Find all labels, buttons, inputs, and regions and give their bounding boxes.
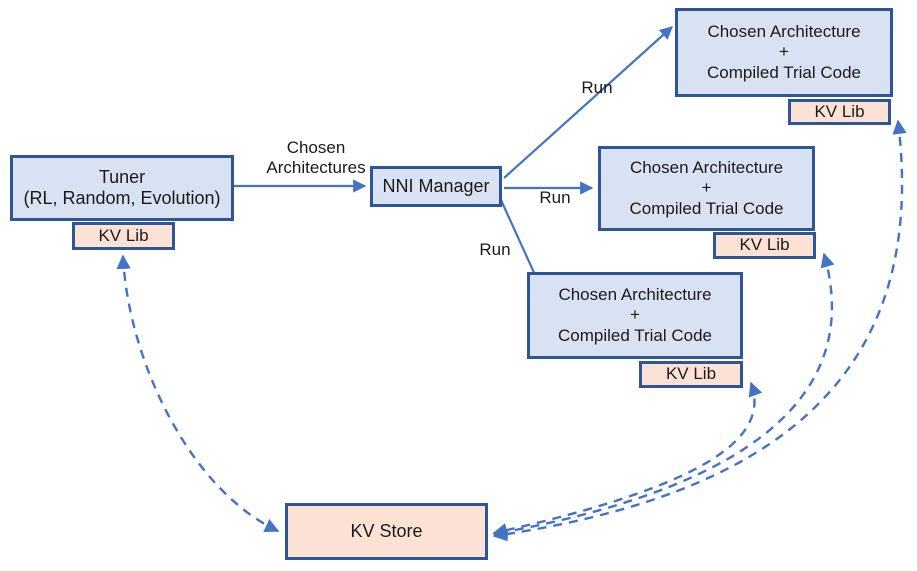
node-trial-2-line2: + [701, 178, 712, 198]
node-tuner-line2: (RL, Random, Evolution) [23, 188, 221, 208]
node-trial-2-kv-lib-label: KV Lib [739, 235, 790, 255]
node-trial-3-line1: Chosen Architecture [558, 285, 712, 305]
node-trial-2-kv-lib[interactable]: KV Lib [713, 232, 816, 259]
node-trial-1-line1: Chosen Architecture [707, 22, 861, 42]
node-trial-3-kv-lib[interactable]: KV Lib [639, 361, 743, 388]
node-trial-1-line2: + [779, 42, 789, 62]
node-kv-store-label: KV Store [350, 520, 423, 541]
node-trial-3-kv-lib-label: KV Lib [665, 364, 717, 384]
node-trial-3[interactable]: Chosen Architecture + Compiled Trial Cod… [527, 272, 743, 359]
node-trial-2-line3: Compiled Trial Code [629, 198, 784, 218]
node-tuner-kv-lib[interactable]: KV Lib [72, 222, 175, 250]
node-trial-2-line1: Chosen Architecture [629, 158, 784, 178]
node-trial-1-kv-lib-label: KV Lib [814, 101, 865, 121]
node-tuner-line1: Tuner [98, 166, 146, 187]
node-trial-1[interactable]: Chosen Architecture + Compiled Trial Cod… [675, 8, 893, 97]
node-trial-3-line2: + [630, 305, 640, 325]
node-kv-store[interactable]: KV Store [285, 503, 488, 560]
node-nni-manager-label: NNI Manager [382, 175, 490, 196]
node-trial-1-kv-lib[interactable]: KV Lib [788, 99, 891, 125]
edge-label-run-trial-1: Run [581, 78, 613, 97]
edge-label-run-trial-3: Run [479, 240, 511, 259]
node-nni-manager[interactable]: NNI Manager [370, 166, 502, 207]
edge-trial3-kvlib-to-kvstore [492, 381, 763, 538]
edge-label-chosen-architectures: Chosen Architectures [266, 138, 366, 177]
node-trial-2[interactable]: Chosen Architecture + Compiled Trial Cod… [598, 146, 815, 231]
node-trial-3-line3: Compiled Trial Code [557, 325, 712, 345]
node-tuner[interactable]: Tuner (RL, Random, Evolution) [10, 155, 234, 221]
node-trial-1-line3: Compiled Trial Code [706, 62, 861, 82]
node-tuner-kv-lib-label: KV Lib [98, 225, 149, 245]
edge-tuner-kvlib-to-kvstore [116, 254, 280, 533]
edge-label-run-trial-2: Run [539, 188, 571, 207]
